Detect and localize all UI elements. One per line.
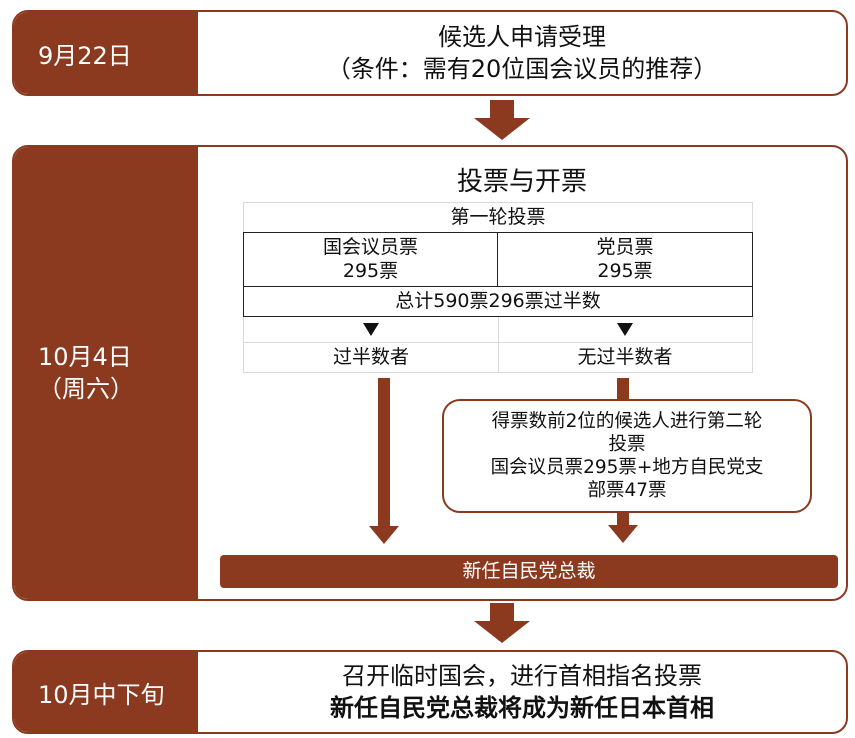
diet-session-line: 召开临时国会，进行首相指名投票 — [342, 661, 702, 690]
majority-arrow — [369, 378, 399, 544]
stage-date-label: 9月22日 — [14, 12, 198, 94]
date-late-october: 10月中下旬 — [38, 680, 165, 709]
runoff-connector — [617, 378, 629, 400]
application-condition: （条件：需有20位国会议员的推荐） — [326, 55, 718, 83]
application-title: 候选人申请受理 — [438, 22, 606, 51]
runoff-votes: 国会议员票295票+地方自民党支部票47票 — [490, 457, 764, 502]
votes-table: 国会议员票 295票 党员票 295票 — [243, 232, 753, 287]
arrow-row — [243, 317, 753, 343]
member-votes-label: 党员票 — [596, 235, 654, 258]
new-president-label: 新任自民党总裁 — [462, 559, 596, 582]
member-votes-cell: 党员票 295票 — [498, 233, 752, 286]
date-sep-22: 9月22日 — [38, 41, 132, 70]
first-round-header: 第一轮投票 — [243, 202, 753, 232]
member-votes-count: 295票 — [597, 259, 653, 282]
stage-diet-session: 10月中下旬 召开临时国会，进行首相指名投票 新任自民党总裁将成为新任日本首相 — [12, 650, 848, 734]
total-votes: 总计590票296票过半数 — [243, 287, 753, 317]
majority-outcome: 过半数者 — [332, 345, 409, 368]
stage-application: 9月22日 候选人申请受理 （条件：需有20位国会议员的推荐） — [12, 10, 848, 96]
diet-votes-label: 国会议员票 — [322, 235, 418, 258]
runoff-rule: 得票数前2位的候选人进行第二轮投票 — [491, 410, 763, 455]
application-text: 候选人申请受理 （条件：需有20位国会议员的推荐） — [198, 12, 846, 94]
runoff-arrow — [608, 513, 638, 543]
stage-date-label: 10月4日 （周六） — [14, 147, 198, 599]
weekday-saturday: （周六） — [38, 375, 134, 403]
diet-votes-cell: 国会议员票 295票 — [244, 233, 498, 286]
outcome-row: 过半数者 无过半数者 — [243, 343, 753, 373]
flow-arrow-2 — [474, 601, 530, 647]
stage-voting: 10月4日 （周六） 投票与开票 第一轮投票 国会议员票 295票 党员票 29… — [12, 145, 848, 601]
triangle-down-icon — [363, 323, 379, 336]
voting-title: 投票与开票 — [456, 166, 587, 197]
diet-session-text: 召开临时国会，进行首相指名投票 新任自民党总裁将成为新任日本首相 — [198, 652, 846, 732]
new-president-bar: 新任自民党总裁 — [220, 555, 838, 588]
runoff-box: 得票数前2位的候选人进行第二轮投票 国会议员票295票+地方自民党支部票47票 — [442, 399, 812, 513]
date-oct-4: 10月4日 — [38, 342, 132, 371]
no-majority-outcome: 无过半数者 — [577, 345, 673, 368]
triangle-down-icon — [617, 323, 633, 336]
stage-date-label: 10月中下旬 — [14, 652, 198, 732]
new-pm-line: 新任自民党总裁将成为新任日本首相 — [330, 694, 714, 722]
diet-votes-count: 295票 — [342, 259, 399, 282]
flow-arrow-1 — [474, 96, 530, 144]
